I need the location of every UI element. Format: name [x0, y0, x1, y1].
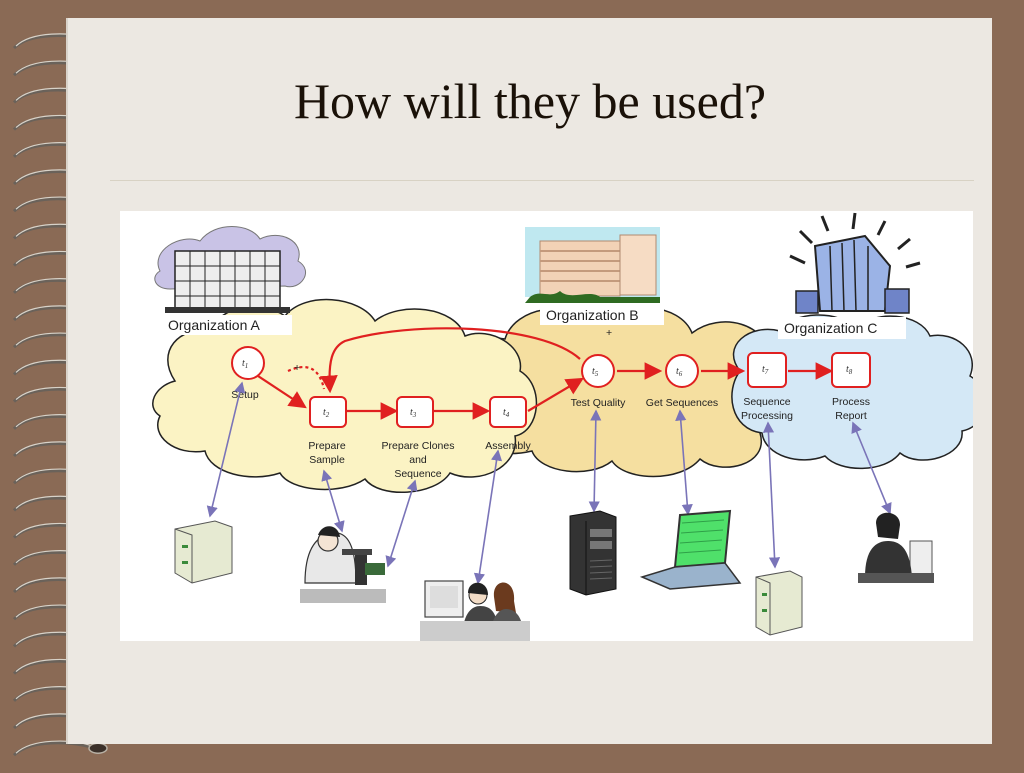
link-clones-workers [385, 479, 418, 568]
task-label-sequence-processing-1: Sequence [743, 396, 790, 408]
building-organization-b-icon [525, 227, 660, 303]
task-label-get-sequences: Get Sequences [646, 397, 718, 409]
tower-server-icon [569, 510, 617, 596]
plus-sign-label-2: + [606, 327, 612, 339]
flow-arrow-t1-t2 [254, 373, 307, 409]
task-label-assembly: Assembly [485, 440, 531, 452]
svg-text:t6: t6 [676, 366, 683, 378]
building-organization-c-icon [789, 212, 921, 314]
title-divider [110, 180, 974, 181]
svg-text:t1: t1 [242, 358, 248, 370]
workflow-diagram-svg: Organization A Organization B [152, 212, 973, 641]
server-computer-icon-a [174, 520, 233, 584]
organization-b-label: Organization B [546, 307, 639, 323]
lab-scientist-microscope-icon [300, 526, 386, 603]
svg-text:t4: t4 [503, 407, 510, 419]
task-label-prepare-sample-2: Sample [309, 454, 345, 466]
slide-title: How will they be used? [293, 73, 767, 129]
svg-text:t2: t2 [323, 407, 330, 419]
task-label-prepare-sample-1: Prepare [308, 440, 346, 452]
task-node-t2: t2 Prepare Sample [308, 396, 347, 466]
task-node-t4: t4 Assembly [485, 396, 532, 452]
svg-text:t5: t5 [592, 366, 599, 378]
link-sample-scientist [321, 469, 345, 533]
task-node-t6: t6 Get Sequences [646, 354, 718, 409]
task-label-prepare-clones-3: Sequence [394, 468, 441, 480]
dashed-arrow-t1-t2 [287, 365, 326, 390]
paper-edge [66, 18, 68, 744]
laptop-computer-icon [639, 509, 742, 590]
cloud-organization-c [731, 314, 973, 470]
task-label-prepare-clones-2: and [409, 454, 427, 466]
feedback-arrow-t5-t2 [320, 327, 581, 394]
plus-sign-label-1: + [294, 362, 300, 374]
task-node-t8: t8 Process Report [831, 352, 871, 422]
server-computer-icon-c [755, 570, 803, 636]
task-label-sequence-processing-2: Processing [741, 410, 793, 422]
link-quality-tower [588, 409, 602, 513]
link-setup-server [206, 381, 246, 518]
task-node-t3: t3 Prepare Clones and Sequence [382, 396, 455, 480]
organization-a-label: Organization A [168, 317, 260, 333]
link-processing-server [762, 421, 781, 569]
svg-text:t7: t7 [762, 364, 769, 376]
building-organization-a-icon [154, 226, 306, 313]
organization-b-label-bg [540, 305, 664, 325]
organization-c-label-bg [778, 317, 906, 339]
task-node-t1: t1 Setup [231, 346, 265, 401]
office-workers-computer-icon [420, 580, 530, 641]
phone-operator-icon [858, 512, 934, 583]
svg-text:t8: t8 [846, 364, 853, 376]
task-label-test-quality: Test Quality [571, 397, 627, 409]
task-node-t7: t7 Sequence Processing [741, 352, 793, 422]
task-label-setup: Setup [231, 389, 259, 401]
flow-arrow-t4-t5 [527, 377, 584, 412]
organization-a-label-bg [162, 315, 292, 335]
link-sequences-laptop [675, 409, 693, 516]
task-label-prepare-clones-1: Prepare Clones [382, 440, 455, 452]
task-node-t5: t5 Test Quality [571, 354, 627, 409]
link-report-operator [851, 421, 892, 515]
task-label-process-report-2: Report [835, 410, 867, 422]
organization-c-label: Organization C [784, 320, 877, 336]
task-label-process-report-1: Process [832, 396, 870, 408]
link-assembly-workers [473, 449, 503, 585]
svg-text:t3: t3 [410, 407, 417, 419]
workflow-diagram: Organization A Organization B [120, 211, 973, 641]
